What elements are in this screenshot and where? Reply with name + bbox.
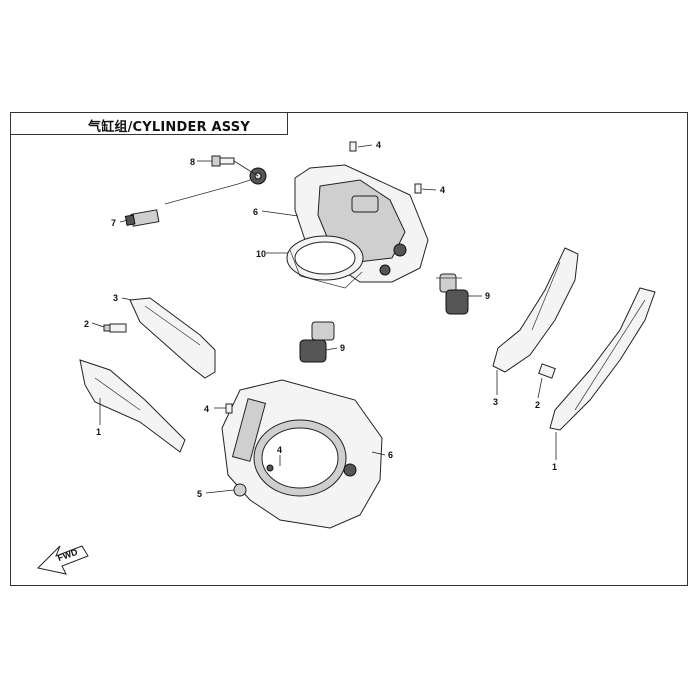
chain-slider-left xyxy=(79,359,186,453)
chain-guide-left xyxy=(129,297,216,379)
callout-4-bore: 4 xyxy=(277,445,282,455)
callout-5: 5 xyxy=(197,489,202,499)
leader-lines xyxy=(91,144,557,494)
chain-tensioner-upper xyxy=(436,273,469,315)
callout-2-right: 2 xyxy=(535,400,540,410)
cylinder-block xyxy=(221,379,383,529)
chain-slider-right xyxy=(549,287,656,431)
callout-1-left: 1 xyxy=(96,427,101,437)
diagram-title: 气缸组/CYLINDER ASSY xyxy=(88,120,250,135)
callout-4-top: 4 xyxy=(376,140,381,150)
drawing-frame xyxy=(10,112,688,586)
callout-1-right: 1 xyxy=(552,462,557,472)
callout-7: 7 xyxy=(111,218,116,228)
dowel-pin-mid xyxy=(225,403,233,414)
callout-6-top: 6 xyxy=(253,207,258,217)
part-8-bolt xyxy=(211,155,235,167)
dowel-pin-top xyxy=(349,141,357,152)
callout-3-right: 3 xyxy=(493,397,498,407)
callout-6-bottom: 6 xyxy=(388,450,393,460)
chain-guide-right xyxy=(492,247,579,373)
callout-9-upper: 9 xyxy=(485,291,490,301)
chain-tensioner-lower xyxy=(299,321,335,363)
callout-3-left: 3 xyxy=(113,293,118,303)
callout-2-left: 2 xyxy=(84,319,89,329)
upper-cylinder-assembly xyxy=(286,164,429,289)
fwd-arrow-icon: FWD xyxy=(36,545,89,575)
title-block xyxy=(10,112,288,135)
callout-10: 10 xyxy=(256,249,266,259)
dowel-pin-right xyxy=(414,183,422,194)
pivot-pin-left xyxy=(103,323,127,333)
callout-9-lower: 9 xyxy=(340,343,345,353)
callout-8: 8 xyxy=(190,157,195,167)
callout-4-right: 4 xyxy=(440,185,445,195)
callout-4-mid: 4 xyxy=(204,404,209,414)
pivot-pin-right xyxy=(538,363,556,379)
knock-sensor-assembly xyxy=(124,167,267,227)
